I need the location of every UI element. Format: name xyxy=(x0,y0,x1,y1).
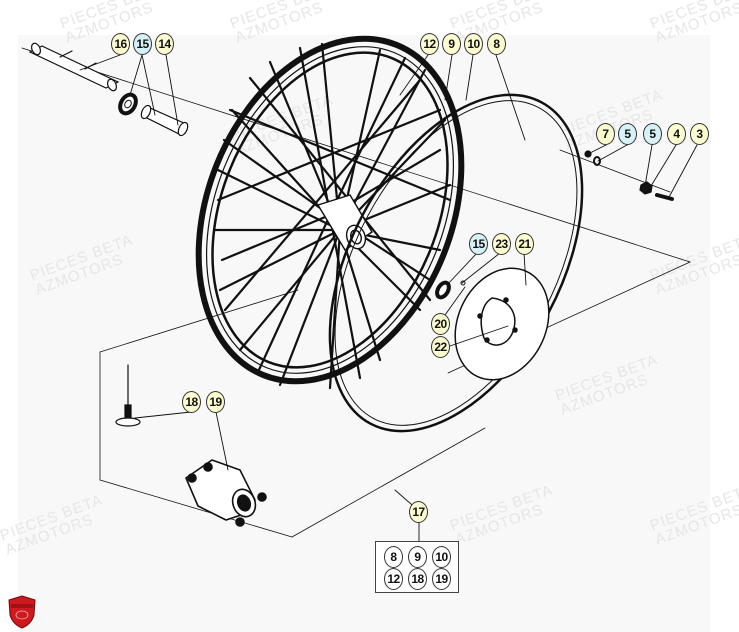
axle-fasteners xyxy=(584,150,674,201)
callout-label: 18 xyxy=(411,572,424,586)
callout-14[interactable]: 14 xyxy=(155,33,174,55)
callout-label: 19 xyxy=(209,395,222,409)
azmotors-logo-icon xyxy=(8,595,36,629)
kit-item-18[interactable]: 18 xyxy=(408,568,427,590)
callout-21[interactable]: 21 xyxy=(515,233,534,255)
callout-label: 12 xyxy=(423,37,436,51)
callout-18[interactable]: 18 xyxy=(182,391,201,413)
callout-label: 8 xyxy=(493,37,500,51)
callout-20[interactable]: 20 xyxy=(431,313,450,335)
callout-label: 14 xyxy=(158,37,171,51)
callout-label: 4 xyxy=(673,127,680,141)
callout-15[interactable]: 15 xyxy=(133,33,152,55)
callout-8[interactable]: 8 xyxy=(487,33,506,55)
callout-23[interactable]: 23 xyxy=(492,233,511,255)
wheel-bearing xyxy=(118,92,138,116)
callout-label: 19 xyxy=(435,572,448,586)
callout-label: 8 xyxy=(390,550,397,564)
kit-item-19[interactable]: 19 xyxy=(432,568,451,590)
wheel-rim xyxy=(195,35,465,385)
callout-15[interactable]: 15 xyxy=(469,233,488,255)
callout-label: 15 xyxy=(472,237,485,251)
callout-10[interactable]: 10 xyxy=(464,33,483,55)
kit-item-8[interactable]: 8 xyxy=(384,546,403,568)
hub-assembly xyxy=(185,459,267,527)
callout-label: 9 xyxy=(448,37,455,51)
callout-4[interactable]: 4 xyxy=(667,123,686,145)
spacer-tube xyxy=(140,104,189,137)
callout-19[interactable]: 19 xyxy=(206,391,225,413)
callout-label: 10 xyxy=(435,550,448,564)
callout-label: 20 xyxy=(434,317,447,331)
callout-label: 7 xyxy=(602,127,609,141)
callout-label: 12 xyxy=(387,572,400,586)
callout-label: 22 xyxy=(434,340,447,354)
kit-item-10[interactable]: 10 xyxy=(432,546,451,568)
callout-label: 15 xyxy=(136,37,149,51)
kit-contents-box: 8 9 10 12 18 19 xyxy=(375,541,459,593)
callout-label: 23 xyxy=(495,237,508,251)
callout-label: 5 xyxy=(649,127,656,141)
callout-label: 17 xyxy=(412,505,425,519)
disc-side-bearing xyxy=(435,280,451,300)
brake-disc xyxy=(454,267,550,381)
callout-label: 5 xyxy=(624,127,631,141)
leader-lines xyxy=(79,54,698,542)
kit-item-12[interactable]: 12 xyxy=(384,568,403,590)
callout-label: 9 xyxy=(414,550,421,564)
callout-7[interactable]: 7 xyxy=(596,123,615,145)
callout-17[interactable]: 17 xyxy=(409,501,428,523)
callout-9[interactable]: 9 xyxy=(442,33,461,55)
callout-3[interactable]: 3 xyxy=(690,123,709,145)
tyre-valve xyxy=(115,364,141,427)
callout-label: 3 xyxy=(696,127,703,141)
callout-label: 10 xyxy=(467,37,480,51)
front-axle xyxy=(28,42,120,92)
callout-label: 18 xyxy=(185,395,198,409)
callout-5[interactable]: 5 xyxy=(643,123,662,145)
callout-label: 21 xyxy=(518,237,531,251)
callout-label: 16 xyxy=(114,37,127,51)
callout-12[interactable]: 12 xyxy=(420,33,439,55)
washer xyxy=(460,280,466,286)
callout-5[interactable]: 5 xyxy=(618,123,637,145)
callout-16[interactable]: 16 xyxy=(111,33,130,55)
kit-item-9[interactable]: 9 xyxy=(408,546,427,568)
diagram-panel xyxy=(18,35,710,632)
callout-22[interactable]: 22 xyxy=(431,336,450,358)
